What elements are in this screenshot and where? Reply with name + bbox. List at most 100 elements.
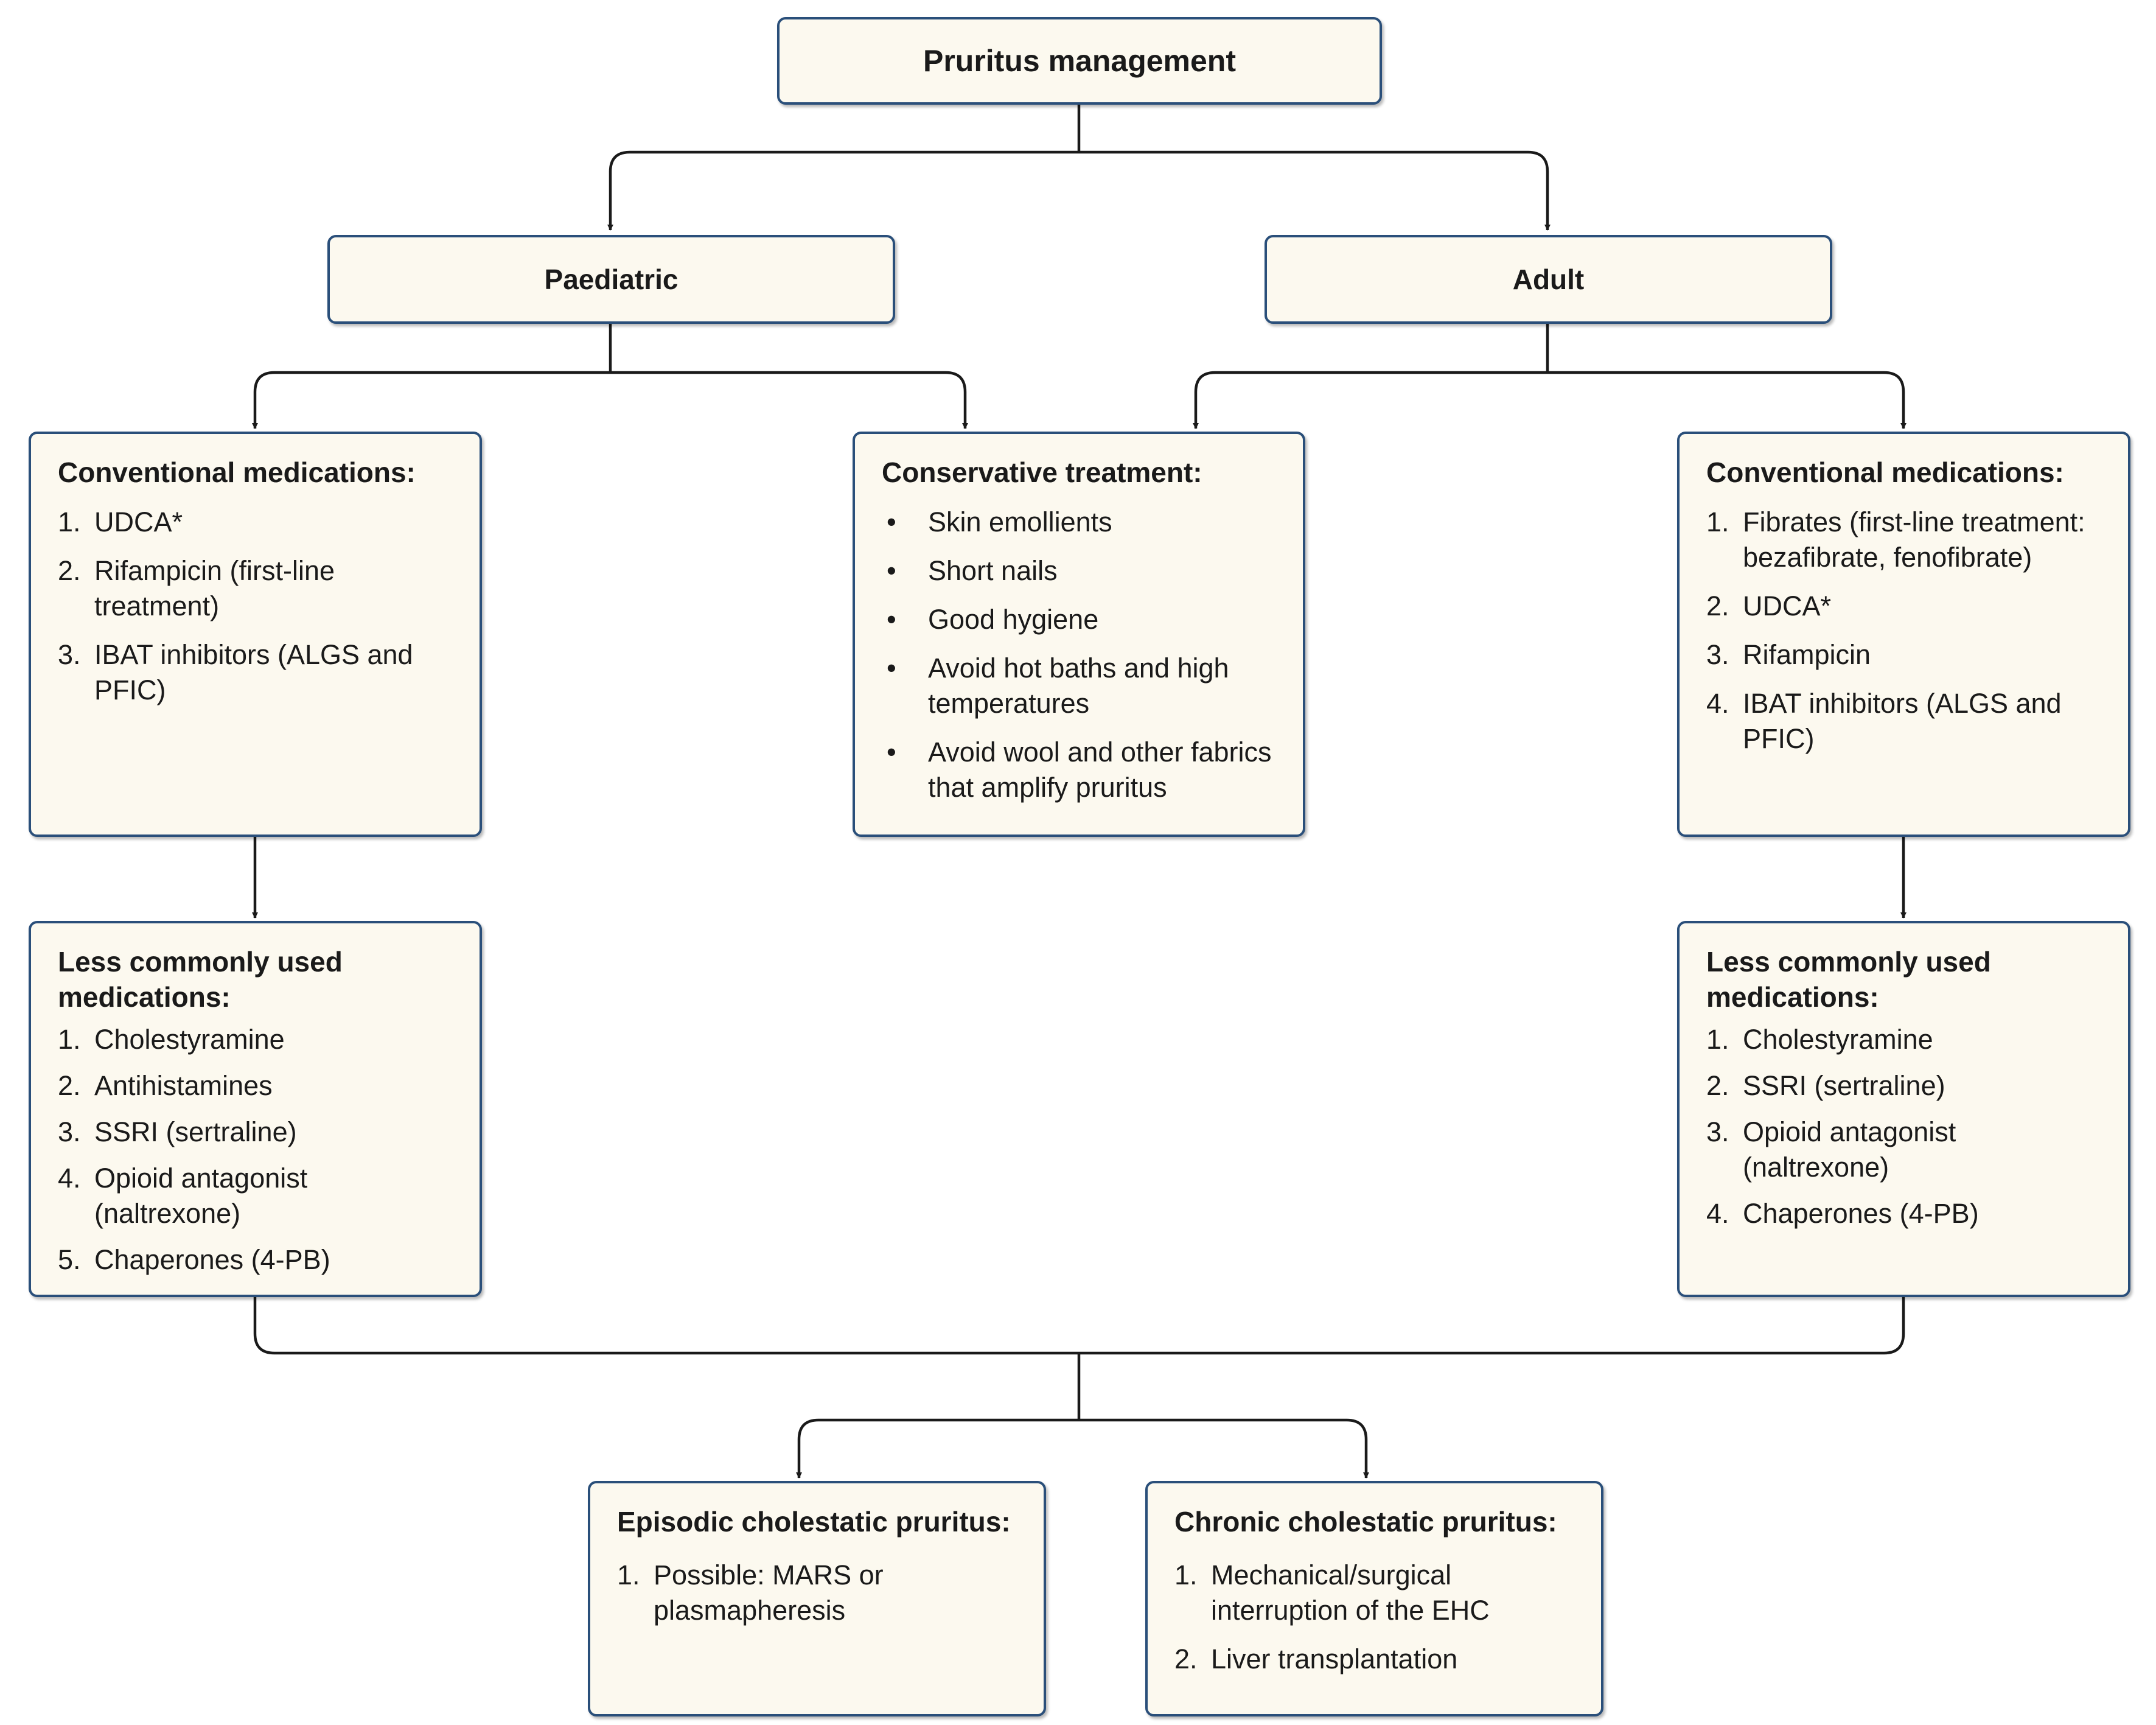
list-marker: 1.: [617, 1559, 640, 1590]
paed-less-common-title: Less commonly used medications:: [58, 946, 343, 1013]
list-marker: 2.: [58, 1070, 81, 1101]
episodic-node: Episodic cholestatic pruritus: 1. Possibl…: [588, 1481, 1046, 1716]
list-item: 2. UDCA*: [1706, 589, 2104, 624]
list-text: Opioid antagonist (naltrexone): [1743, 1116, 1956, 1183]
list-marker: 1.: [58, 1024, 81, 1055]
list-item: • Good hygiene: [882, 602, 1279, 637]
list-item: 1. Mechanical/surgical interruption of th…: [1174, 1558, 1577, 1628]
list-marker: 3.: [1706, 639, 1729, 670]
list-marker: 2.: [1706, 1070, 1729, 1101]
list-text: Fibrates (first-line treatment: bezafibr…: [1743, 506, 2085, 573]
bullet-marker: •: [887, 555, 896, 586]
connector-root-to-adult: [1079, 150, 1551, 231]
adult-less-common-list: 1. Cholestyramine 2.SSRI (sertraline) 3. O…: [1706, 1022, 2104, 1231]
list-item: 3. Rifampicin: [1706, 637, 2104, 673]
list-text: Rifampicin (first-line treatment): [94, 555, 335, 621]
bullet-marker: •: [887, 737, 896, 768]
connector-paediatric-to-conventional: [252, 371, 610, 429]
connector-adult-to-conservative: [1193, 371, 1547, 429]
list-marker: 1.: [1174, 1559, 1198, 1590]
list-item: 2. Rifampicin (first-line treatment): [58, 553, 455, 624]
list-item: 3. Opioid antagonist (naltrexone): [1706, 1114, 2104, 1185]
list-item: 4. IBAT inhibitors (ALGS and PFIC): [1706, 686, 2104, 757]
paed-less-common-node: Less commonly used medications: 1. Choles…: [29, 921, 482, 1297]
chronic-list: 1. Mechanical/surgical interruption of th…: [1174, 1558, 1577, 1677]
list-marker: 1.: [1706, 506, 1729, 537]
list-item: 5. Chaperones (4-PB): [58, 1242, 455, 1278]
list-text: Avoid wool and other fabrics that amplif…: [928, 737, 1272, 803]
list-item: 2.Liver transplantation: [1174, 1642, 1577, 1677]
connector-merge-paed: [253, 1297, 1079, 1355]
connector-root-to-paediatric: [607, 150, 1079, 231]
conservative-node: Conservative treatment: • Skin emollients…: [853, 432, 1305, 837]
root-node: Pruritus management: [777, 17, 1382, 105]
list-marker: 4.: [1706, 688, 1729, 719]
list-text: Avoid hot baths and high temperatures: [928, 653, 1229, 719]
list-item: 1. UDCA*: [58, 505, 455, 540]
bullet-marker: •: [887, 506, 896, 537]
list-text: Opioid antagonist (naltrexone): [94, 1163, 308, 1229]
episodic-list: 1. Possible: MARS or plasmapheresis: [617, 1558, 1019, 1628]
connector-to-chronic: [1079, 1418, 1369, 1478]
list-marker: 3.: [58, 639, 81, 670]
list-text: Cholestyramine: [94, 1024, 285, 1055]
adult-conventional-list: 1. Fibrates (first-line treatment: bezafi…: [1706, 505, 2104, 757]
list-marker: 4.: [1706, 1198, 1729, 1229]
conservative-list: • Skin emollients • Short nails • Good hygi…: [882, 505, 1279, 805]
list-marker: 4.: [58, 1163, 81, 1194]
episodic-title: Episodic cholestatic pruritus:: [617, 1506, 1011, 1538]
list-item: 1. Possible: MARS or plasmapheresis: [617, 1558, 1019, 1628]
conservative-title: Conservative treatment:: [882, 457, 1202, 488]
list-text: Skin emollients: [928, 506, 1112, 537]
adult-conventional-node: Conventional medications: 1. Fibrates (fi…: [1677, 432, 2130, 837]
adult-label: Adult: [1512, 264, 1585, 295]
list-item: 2. Antihistamines: [58, 1068, 455, 1104]
list-item: • Short nails: [882, 553, 1279, 589]
list-text: Rifampicin: [1743, 639, 1871, 670]
list-text: Possible: MARS or plasmapheresis: [654, 1559, 884, 1626]
list-item: 1. Cholestyramine: [1706, 1022, 2104, 1057]
list-text: Antihistamines: [94, 1070, 273, 1101]
list-marker: 2.: [1706, 590, 1729, 621]
list-marker: 1.: [58, 506, 81, 537]
list-text: Chaperones (4-PB): [94, 1244, 330, 1275]
paed-conventional-node: Conventional medications: 1. UDCA* 2. Rifa…: [29, 432, 482, 837]
list-text: UDCA*: [1743, 590, 1832, 621]
list-marker: 5.: [58, 1244, 81, 1275]
list-text: IBAT inhibitors (ALGS and PFIC): [1743, 688, 2062, 754]
list-text: Short nails: [928, 555, 1058, 586]
bullet-marker: •: [887, 653, 896, 684]
paed-less-common-list: 1. Cholestyramine 2. Antihistamines 3.SSRI…: [58, 1022, 455, 1278]
list-marker: 1.: [1706, 1024, 1729, 1055]
paediatric-node: Paediatric: [327, 235, 895, 324]
list-item: 3.SSRI (sertraline): [58, 1114, 455, 1150]
adult-node: Adult: [1265, 235, 1832, 324]
list-item: 2.SSRI (sertraline): [1706, 1068, 2104, 1104]
paed-conventional-list: 1. UDCA* 2. Rifampicin (first-line treatme…: [58, 505, 455, 708]
chronic-node: Chronic cholestatic pruritus: 1. Mechanic…: [1145, 1481, 1603, 1716]
list-marker: 3.: [1706, 1116, 1729, 1147]
list-text: SSRI (sertraline): [94, 1116, 297, 1147]
list-marker: 2.: [58, 555, 81, 586]
paediatric-label: Paediatric: [544, 264, 679, 295]
paed-conventional-title: Conventional medications:: [58, 457, 416, 488]
adult-less-common-title: Less commonly used medications:: [1706, 946, 1991, 1013]
bullet-marker: •: [887, 604, 896, 635]
root-label: Pruritus management: [923, 44, 1236, 78]
connector-to-episodic: [796, 1418, 1079, 1478]
list-item: • Skin emollients: [882, 505, 1279, 540]
list-text: Liver transplantation: [1211, 1643, 1458, 1674]
adult-conventional-title: Conventional medications:: [1706, 457, 2064, 488]
connector-paediatric-to-conservative: [610, 371, 968, 429]
list-text: Good hygiene: [928, 604, 1099, 635]
list-item: 4. Opioid antagonist (naltrexone): [58, 1161, 455, 1231]
list-item: 1. Fibrates (first-line treatment: bezafi…: [1706, 505, 2104, 575]
list-text: Cholestyramine: [1743, 1024, 1933, 1055]
list-text: UDCA*: [94, 506, 183, 537]
list-item: 4. Chaperones (4-PB): [1706, 1196, 2104, 1231]
list-text: Chaperones (4-PB): [1743, 1198, 1979, 1229]
list-item: • Avoid wool and other fabrics that ampli…: [882, 735, 1279, 805]
chronic-title: Chronic cholestatic pruritus:: [1174, 1506, 1557, 1538]
list-text: Mechanical/surgical interruption of the …: [1211, 1559, 1490, 1626]
